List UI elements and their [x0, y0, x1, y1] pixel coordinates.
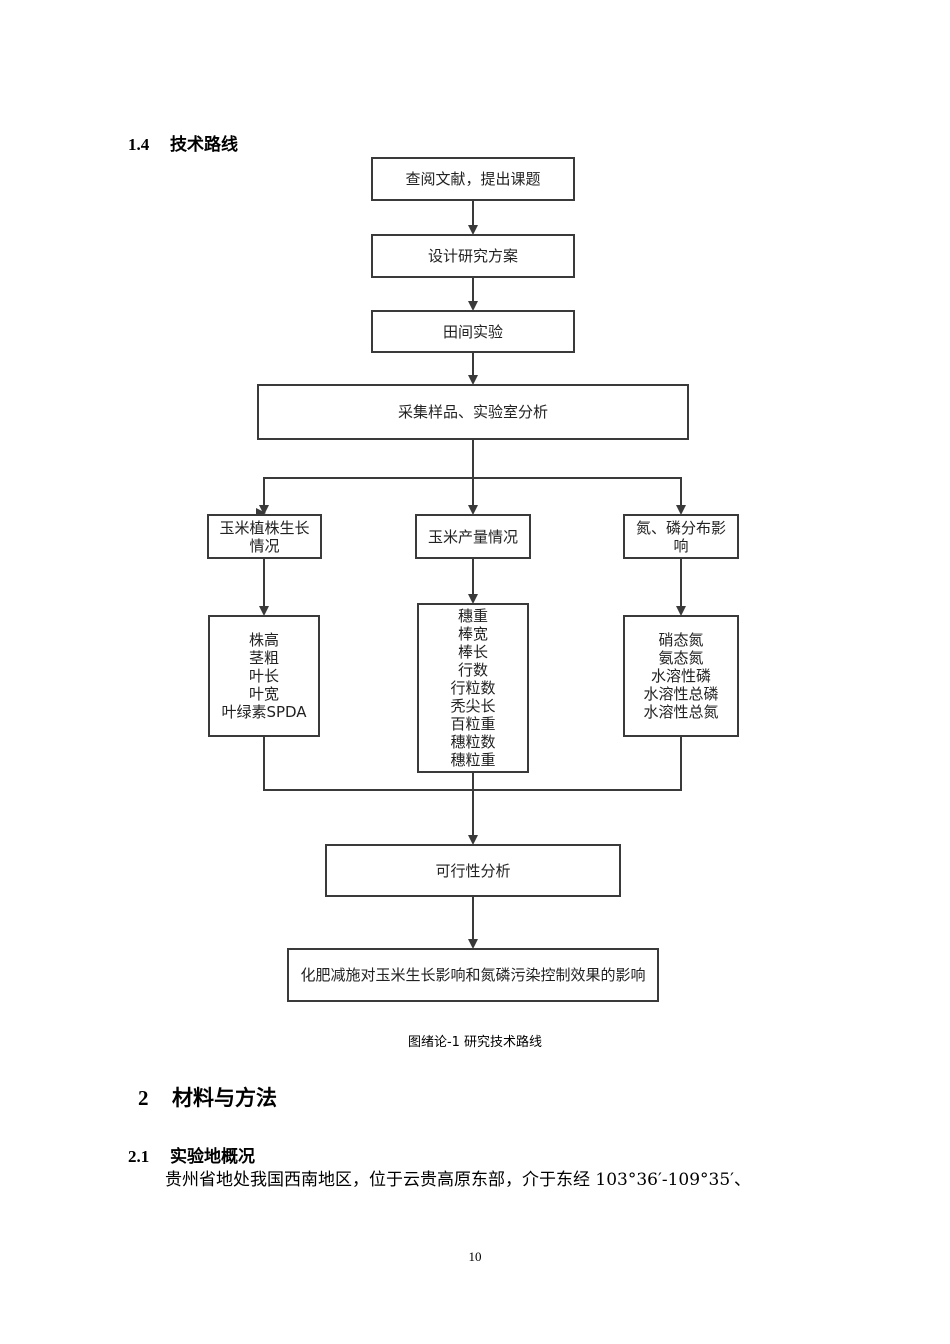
- flow-list-growth: 株高 茎粗 叶长 叶宽 叶绿素SPDA: [208, 615, 320, 737]
- branch-split-line: [263, 477, 682, 513]
- flow-step-sampling: 采集样品、实验室分析: [257, 384, 689, 440]
- list-item: 株高: [248, 631, 279, 649]
- flow-step-literature: 查阅文献，提出课题: [371, 157, 575, 201]
- list-item: 穗粒重: [450, 751, 496, 769]
- list-item: 水溶性磷: [650, 667, 711, 685]
- flow-step-field: 田间实验: [371, 310, 575, 353]
- list-item: 秃尖长: [450, 697, 496, 715]
- flow-list-np: 硝态氮 氨态氮 水溶性磷 水溶性总磷 水溶性总氮: [623, 615, 739, 737]
- list-item: 水溶性总磷: [643, 685, 719, 703]
- section-number: 2: [138, 1086, 149, 1110]
- section-heading-1-4: 1.4 技术路线: [128, 130, 238, 155]
- flow-step-feasibility: 可行性分析: [325, 844, 621, 897]
- list-item: 行数: [457, 661, 488, 679]
- list-item: 氨态氮: [658, 649, 704, 667]
- list-item: 穗粒数: [450, 733, 496, 751]
- flow-branch-np: 氮、磷分布影响: [623, 514, 739, 559]
- list-item: 茎粗: [248, 649, 279, 667]
- section-number: 2.1: [128, 1147, 150, 1166]
- list-item: 行粒数: [450, 679, 496, 697]
- flow-list-yield: 穗重 棒宽 棒长 行数 行粒数 秃尖长 百粒重 穗粒数 穗粒重: [417, 603, 529, 773]
- list-item: 水溶性总氮: [643, 703, 719, 721]
- section-title: 材料与方法: [172, 1086, 277, 1110]
- flow-step-conclusion: 化肥减施对玉米生长影响和氮磷污染控制效果的影响: [287, 948, 659, 1002]
- list-item: 棒宽: [457, 625, 488, 643]
- flow-step-design: 设计研究方案: [371, 234, 575, 278]
- body-paragraph: 贵州省地处我国西南地区，位于云贵高原东部，介于东经 103°36′-109°35…: [165, 1170, 752, 1190]
- section-heading-2-1: 2.1 实验地概况: [128, 1142, 255, 1167]
- list-item: 叶长: [248, 667, 279, 685]
- list-item: 穗重: [457, 607, 488, 625]
- list-item: 叶绿素SPDA: [221, 703, 307, 721]
- section-number: 1.4: [128, 135, 150, 154]
- section-title: 实验地概况: [170, 1147, 255, 1167]
- page-number: 10: [468, 1249, 482, 1264]
- flow-branch-yield: 玉米产量情况: [415, 514, 531, 559]
- list-item: 硝态氮: [658, 631, 704, 649]
- flow-branch-growth: 玉米植株生长情况: [207, 514, 322, 559]
- list-item: 棒长: [457, 643, 488, 661]
- figure-caption: 图绪论-1 研究技术路线: [407, 1035, 543, 1050]
- section-title: 技术路线: [170, 135, 238, 155]
- list-item: 百粒重: [450, 715, 496, 733]
- list-item: 叶宽: [248, 685, 279, 703]
- section-heading-2: 2 材料与方法: [138, 1082, 277, 1112]
